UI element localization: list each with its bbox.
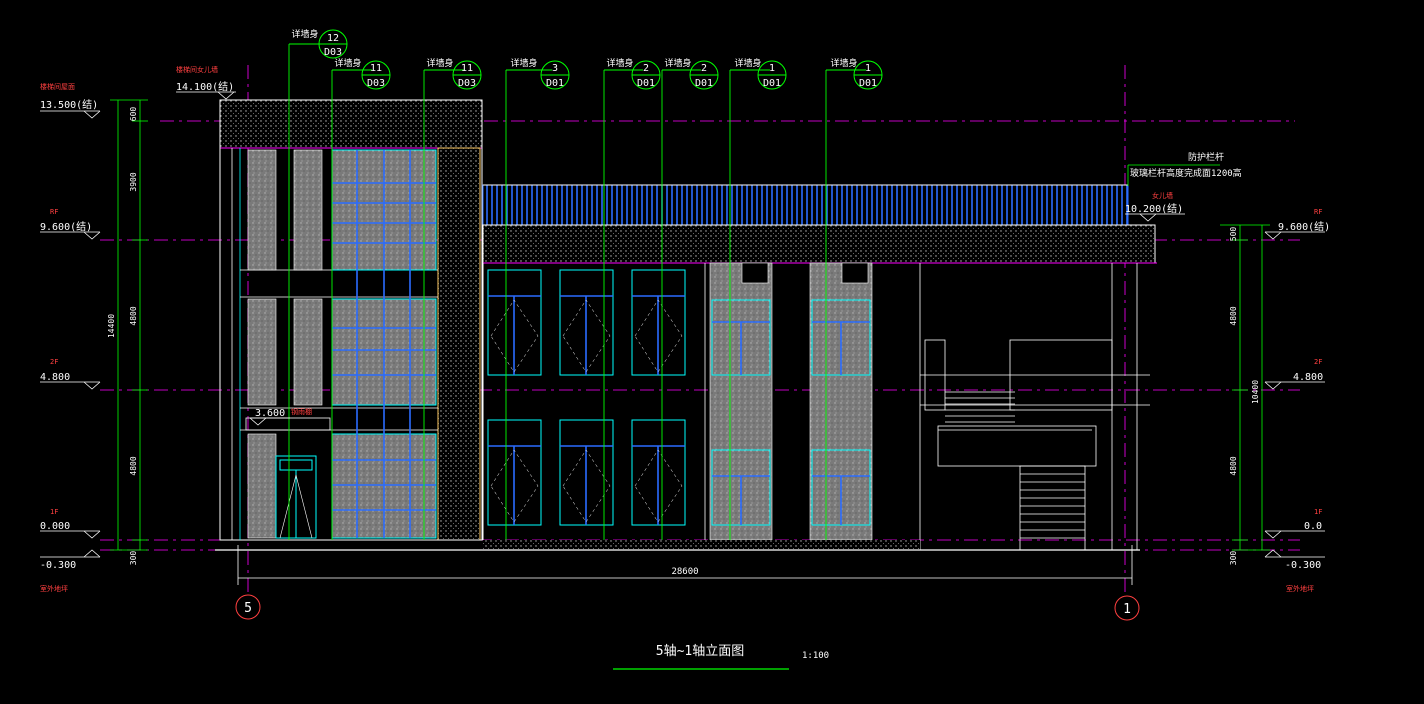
axis-label-5: 5 <box>244 601 252 616</box>
callout-bubbles <box>318 29 883 90</box>
roof-slab <box>482 224 1156 264</box>
left-tower <box>219 99 483 541</box>
left-dimensions <box>110 99 148 551</box>
callout-ref: D01 <box>546 78 564 89</box>
level-label: 1F <box>50 508 58 516</box>
callout-num: 3 <box>552 63 558 74</box>
callout-ref: D01 <box>763 78 781 89</box>
dim-3900: 3900 <box>129 172 138 191</box>
level-label: 室外地坪 <box>1286 584 1314 593</box>
right-level-markers: RF 9.600(结) 2F 4.800 1F 0.0 -0.300 室外地坪 <box>1264 208 1330 593</box>
callout-ref: D03 <box>458 78 476 89</box>
dim-4800-lower: 4800 <box>1229 456 1238 475</box>
left-dim-text: 600 3900 4800 4800 300 14400 <box>107 107 138 566</box>
dim-600: 600 <box>129 107 138 122</box>
level-value: 0.0 <box>1304 521 1322 532</box>
canopy-label: 钢雨棚 <box>291 407 312 416</box>
level-value: 9.600(结) <box>1278 220 1330 233</box>
tower-gray-panels <box>247 149 323 539</box>
callout-label: 详墙身 <box>334 57 361 69</box>
overall-dimension: 28600 <box>237 545 1133 585</box>
callout-ref: D03 <box>324 47 342 58</box>
callout-ref: D01 <box>695 78 713 89</box>
callout-label: 详墙身 <box>426 57 453 69</box>
callout-label: 详墙身 <box>291 28 318 40</box>
callout-text: 详墙身 12 D03 详墙身 11 D03 详墙身 11 D03 详墙身 3 D… <box>291 28 877 89</box>
level-value: -0.300 <box>1285 560 1321 571</box>
level-value: 4.800 <box>40 372 70 383</box>
gray-columns <box>709 262 873 541</box>
dim-4800-upper: 4800 <box>1229 306 1238 325</box>
elevation-notes: 楼梯间女儿墙 14.100(结) 女儿墙 10.200(结) 防护栏杆 玻璃栏杆… <box>176 65 1242 426</box>
title-text: 5轴~1轴立面图 <box>656 644 744 659</box>
axis-bubble-1 <box>1114 595 1140 621</box>
scale-text: 1:100 <box>802 651 829 661</box>
callout-num: 11 <box>370 63 382 74</box>
callout-num: 2 <box>643 63 649 74</box>
dim-4800-upper: 4800 <box>129 306 138 325</box>
callout-num: 1 <box>769 63 775 74</box>
drawing-title: 5轴~1轴立面图 1:100 <box>613 644 829 670</box>
middle-block <box>482 184 1157 550</box>
axis-bubble-5 <box>235 594 261 620</box>
rail-note-2: 玻璃栏杆高度完成面1200高 <box>1130 167 1242 179</box>
level-value: 13.500(结) <box>40 98 98 111</box>
callout-num: 12 <box>327 33 339 44</box>
top-elev-value: 14.100(结) <box>176 80 234 93</box>
callout-ref: D03 <box>367 78 385 89</box>
level-label: RF <box>50 208 58 216</box>
tower-side-wall <box>437 147 481 541</box>
top-elev-label: 楼梯间女儿墙 <box>176 65 218 74</box>
callout-ref: D01 <box>637 78 655 89</box>
level-value: 4.800 <box>1293 372 1323 383</box>
dim-4800-lower: 4800 <box>129 456 138 475</box>
dim-total: 14400 <box>107 314 116 338</box>
callout-label: 详墙身 <box>664 57 691 69</box>
level-label: 2F <box>50 358 58 366</box>
rail-note-1: 防护栏杆 <box>1188 151 1224 163</box>
level-label: 楼梯间屋面 <box>40 82 75 91</box>
entrance-door <box>275 455 317 539</box>
stair-treads <box>945 391 1085 539</box>
callout-label: 详墙身 <box>606 57 633 69</box>
callout-ref: D01 <box>859 78 877 89</box>
right-stair-block <box>920 263 1150 551</box>
callout-num: 1 <box>865 63 871 74</box>
dim-300: 300 <box>1229 551 1238 566</box>
railing <box>482 184 1129 226</box>
dim-total: 10400 <box>1251 380 1260 404</box>
level-value: 9.600(结) <box>40 220 92 233</box>
left-level-markers: 楼梯间屋面 13.500(结) RF 9.600(结) 2F 4.800 1F … <box>40 82 101 593</box>
level-label: RF <box>1314 208 1322 216</box>
dim-300: 300 <box>129 551 138 566</box>
dim-500: 500 <box>1229 227 1238 242</box>
parapet-label: 女儿墙 <box>1152 191 1173 200</box>
canopy-value: 3.600 <box>255 408 285 419</box>
level-label: 室外地坪 <box>40 584 68 593</box>
axis-label-1: 1 <box>1123 602 1131 617</box>
wall-callouts <box>288 43 866 540</box>
parapet-value: 10.200(结) <box>1125 202 1183 215</box>
overall-dim-text: 28600 <box>671 567 698 577</box>
callout-label: 详墙身 <box>830 57 857 69</box>
right-dimensions <box>1220 224 1270 551</box>
callout-label: 详墙身 <box>510 57 537 69</box>
level-value: 0.000 <box>40 521 70 532</box>
level-label: 2F <box>1314 358 1322 366</box>
level-label: 1F <box>1314 508 1322 516</box>
callout-num: 11 <box>461 63 473 74</box>
right-dim-text: 500 4800 4800 300 10400 <box>1229 227 1260 566</box>
callout-label: 详墙身 <box>734 57 761 69</box>
level-value: -0.300 <box>40 560 76 571</box>
callout-num: 2 <box>701 63 707 74</box>
axis-bubbles: 5 1 <box>235 594 1140 621</box>
tower-parapet <box>219 99 483 149</box>
